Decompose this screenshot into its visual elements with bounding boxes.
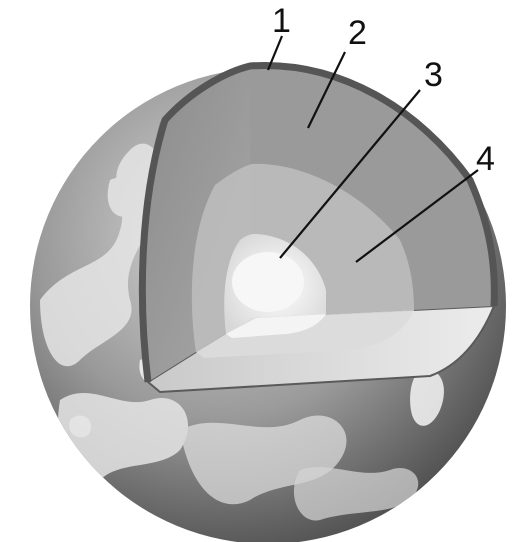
inner-core-center (232, 252, 304, 312)
label-3: 3 (424, 56, 443, 94)
label-4: 4 (476, 140, 495, 178)
label-1: 1 (272, 2, 291, 40)
label-2: 2 (348, 14, 367, 52)
cutaway-wedge (142, 66, 494, 392)
